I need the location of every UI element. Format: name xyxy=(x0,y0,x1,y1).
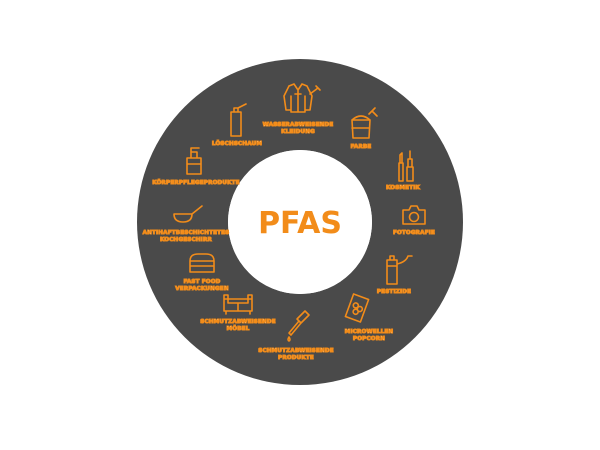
item-label-line: VERPACKUNGEN xyxy=(175,286,229,292)
popcorn-bag-icon xyxy=(344,293,370,323)
item-farbe: FARBE xyxy=(350,107,378,151)
paint-bucket-icon xyxy=(351,107,378,139)
fire-extinguisher-icon xyxy=(230,103,247,137)
item-kochgeschirr: ANTIHAFTBESCHICHTETES KOCHGESCHIRR xyxy=(142,205,230,244)
item-label-line: FARBE xyxy=(351,144,372,150)
item-loeschschaum: LÖSCHSCHAUM xyxy=(211,103,263,148)
item-label-line: FAST FOOD xyxy=(183,279,220,285)
item-fotografie: FOTOGRAFIE xyxy=(392,205,435,237)
item-kleidung: WASSERABWEISENDE KLEIDUNG xyxy=(262,83,334,136)
item-koerperpflege: KÖRPERPFLEGEPRODUKTE xyxy=(152,147,240,187)
item-label-line: PRODUKTE xyxy=(278,355,314,361)
item-fastfood: FAST FOOD VERPACKUNGEN xyxy=(175,253,229,293)
item-popcorn: MICROWELLEN POPCORN xyxy=(344,293,394,343)
item-label-line: KÖRPERPFLEGEPRODUKTE xyxy=(152,179,239,186)
item-kosmetik: KOSMETIK xyxy=(385,150,421,192)
cosmetics-icon xyxy=(398,150,414,182)
item-label-line: MÖBEL xyxy=(227,325,250,332)
item-label-line: LÖSCHSCHAUM xyxy=(212,140,262,147)
center-circle xyxy=(228,150,372,294)
jacket-icon xyxy=(283,83,321,113)
item-pestizide: PESTIZIDE xyxy=(376,255,413,296)
sofa-icon xyxy=(223,294,253,315)
item-label-line: SCHMUTZABWEISENDE xyxy=(200,319,276,325)
item-label-line: WASSERABWEISENDE xyxy=(263,122,334,128)
lotion-bottle-icon xyxy=(186,147,202,175)
center-label: PFAS xyxy=(258,206,342,241)
item-label-line: SCHMUTZABWEISENDE xyxy=(258,348,334,354)
item-label-line: FOTOGRAFIE xyxy=(393,230,435,236)
item-label-line: ANTIHAFTBESCHICHTETES xyxy=(143,230,230,236)
item-label-line: PESTIZIDE xyxy=(377,289,411,295)
item-label-line: KLEIDUNG xyxy=(281,129,315,135)
camera-icon xyxy=(402,205,426,225)
dropper-icon xyxy=(287,310,310,342)
item-label-line: KOSMETIK xyxy=(386,185,421,191)
item-moebel: SCHMUTZABWEISENDE MÖBEL xyxy=(200,294,276,333)
item-produkte: SCHMUTZABWEISENDE PRODUKTE xyxy=(258,310,334,362)
item-label-line: MICROWELLEN xyxy=(345,329,394,335)
item-label-line: KOCHGESCHIRR xyxy=(160,237,212,243)
item-label-line: POPCORN xyxy=(353,336,385,342)
sprayer-icon xyxy=(386,255,413,285)
frying-pan-icon xyxy=(173,205,203,223)
food-box-icon xyxy=(189,253,215,273)
